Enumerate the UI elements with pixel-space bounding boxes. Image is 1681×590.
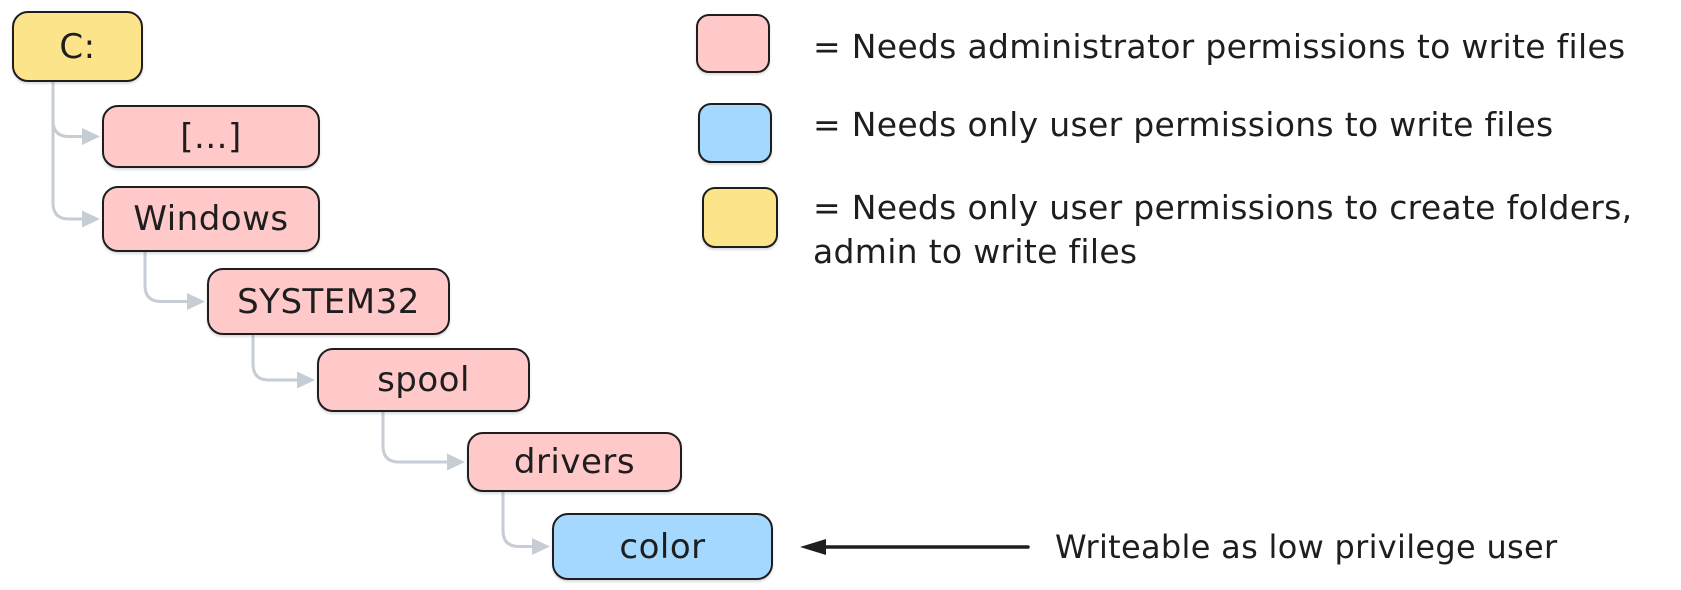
legend-label-admin: = Needs administrator permissions to wri… [813, 27, 1626, 66]
tree-node-windows: Windows [102, 186, 320, 252]
tree-connector-drivers-color [501, 490, 538, 548]
tree-connector-arrowhead [82, 128, 100, 145]
tree-connector-arrowhead [82, 210, 100, 228]
legend-label-user: = Needs only user permissions to write f… [813, 105, 1554, 144]
legend-label-mixed: = Needs only user permissions to create … [813, 188, 1633, 271]
tree-connector-arrowhead [532, 538, 550, 555]
annotation-arrowhead [800, 539, 826, 555]
tree-connector-arrowhead [187, 293, 205, 310]
tree-node-ellipsis: [...] [102, 105, 320, 168]
tree-node-system32: SYSTEM32 [207, 268, 450, 335]
tree-connector-system32-spool [251, 333, 303, 382]
tree-node-color: color [552, 513, 773, 580]
legend-swatch-mixed [702, 187, 778, 248]
legend-swatch-admin [696, 14, 770, 73]
tree-node-spool: spool [317, 348, 530, 412]
annotation-label: Writeable as low privilege user [1055, 528, 1558, 566]
tree-node-c-drive: C: [12, 11, 143, 82]
tree-connector-spool-drivers [381, 410, 453, 464]
legend-swatch-user [698, 103, 772, 163]
tree-connector-c-drive-windows [51, 80, 88, 221]
tree-node-drivers: drivers [467, 432, 682, 492]
tree-connector-arrowhead [297, 371, 315, 389]
tree-connector-c-drive-ellipsis [51, 80, 88, 138]
tree-connector-windows-system32 [143, 250, 193, 303]
tree-connector-arrowhead [447, 453, 465, 471]
